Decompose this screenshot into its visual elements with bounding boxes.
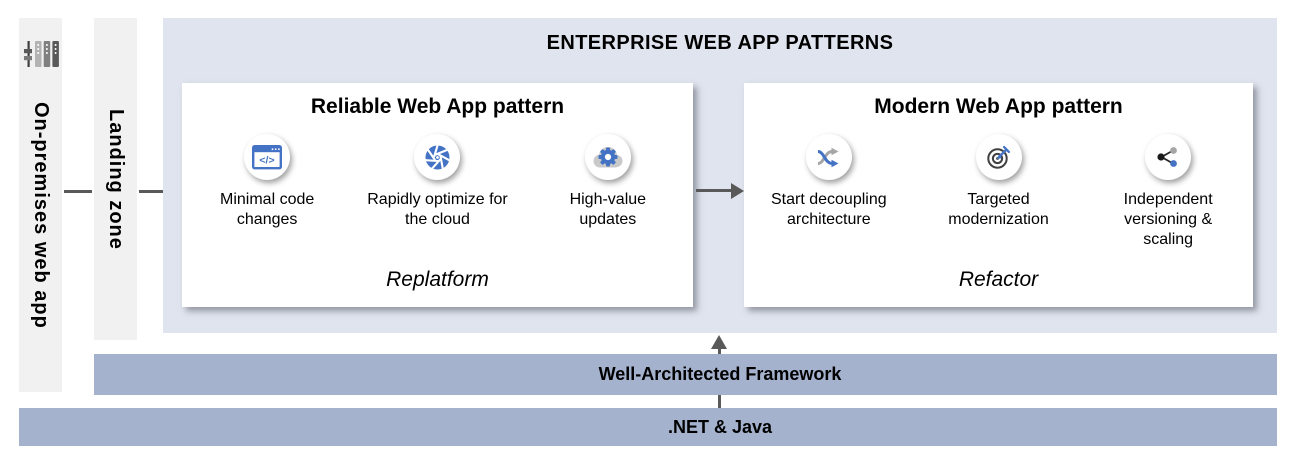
modern-item-versioning: Independent versioning & scaling: [1083, 134, 1253, 250]
well-architected-framework-band: [94, 354, 1277, 395]
arrow-foundation-up-head: [711, 335, 727, 349]
reliable-item-high-value: High-value updates: [523, 134, 693, 230]
modern-item-decoupling: Start decoupling architecture: [744, 134, 914, 250]
connector-onprem-to-landing: [64, 190, 92, 193]
reliable-web-app-card: Reliable Web App pattern </> Minimal: [182, 83, 693, 307]
landing-zone-lane: Landing zone: [94, 18, 137, 340]
reliable-item-rapid-optimize: Rapidly optimize for the cloud: [352, 134, 522, 230]
code-window-icon: </>: [244, 134, 291, 180]
modern-card-title: Modern Web App pattern: [874, 95, 1123, 118]
item-label: Start decoupling architecture: [771, 191, 887, 228]
on-premises-lane: On-premises web app: [19, 18, 62, 392]
reliable-item-minimal-code: </> Minimal code changes: [182, 134, 352, 230]
item-label: High-value updates: [569, 191, 647, 228]
modern-tagline: Refactor: [958, 268, 1039, 291]
arrow-landing-to-reliable-line: [139, 190, 175, 193]
arrow-reliable-to-modern-line: [696, 189, 733, 192]
item-label: Targeted modernization: [948, 191, 1049, 228]
reliable-tagline: Replatform: [386, 268, 489, 291]
server-rack-icon: [23, 40, 59, 75]
item-label: Independent versioning & scaling: [1123, 191, 1213, 248]
on-premises-label: On-premises web app: [30, 102, 52, 329]
share-nodes-icon: [1145, 134, 1192, 180]
shuffle-icon: [805, 134, 852, 180]
landing-zone-label: Landing zone: [105, 108, 127, 250]
enterprise-panel: ENTERPRISE WEB APP PATTERNS Reliable Web…: [163, 18, 1277, 333]
gear-cloud-icon: [584, 134, 631, 180]
arrow-reliable-to-modern-head: [731, 182, 744, 199]
aperture-icon: [414, 134, 461, 180]
target-dart-icon: [975, 134, 1022, 180]
enterprise-title: ENTERPRISE WEB APP PATTERNS: [546, 32, 894, 54]
modern-item-modernization: Targeted modernization: [914, 134, 1084, 250]
item-label: Minimal code changes: [220, 191, 315, 228]
svg-text:</>: </>: [260, 154, 275, 166]
item-label: Rapidly optimize for the cloud: [367, 191, 508, 228]
dotnet-java-band: [19, 408, 1277, 446]
reliable-card-title: Reliable Web App pattern: [310, 95, 565, 118]
well-architected-framework-label: Well-Architected Framework: [598, 364, 842, 384]
modern-web-app-card: Modern Web App pattern Start decoupling …: [744, 83, 1253, 307]
dotnet-java-label: .NET & Java: [667, 417, 773, 437]
